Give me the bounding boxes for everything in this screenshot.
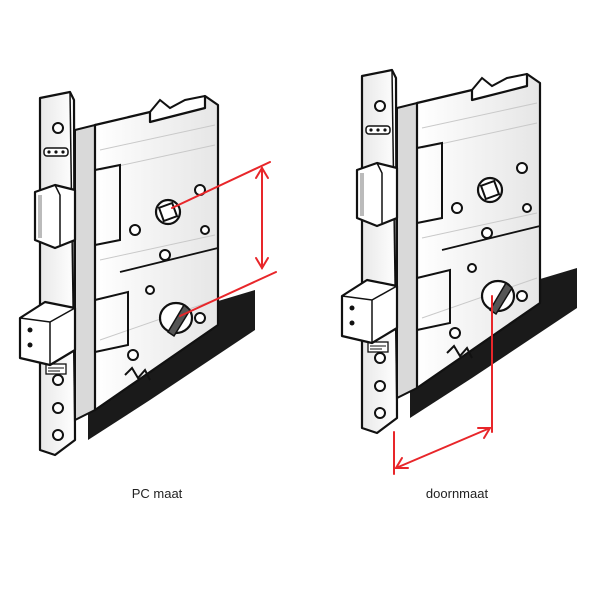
mortise-lock-left: [18, 90, 257, 457]
backset-arrow-left: [394, 457, 409, 469]
pc-extension-line-lower: [179, 271, 277, 317]
caption-doornmaat: doornmaat: [425, 486, 489, 501]
backset-measure-lines: [393, 295, 493, 475]
pc-extension-line-upper: [171, 161, 271, 209]
caption-pc-maat: PC maat: [131, 486, 183, 501]
pc-arrow-bottom: [255, 257, 269, 270]
backset-arrow-right: [477, 427, 492, 439]
pc-arrow-top: [255, 166, 269, 179]
mortise-lock-right: [340, 68, 579, 435]
backset-dimension-line: [395, 427, 491, 469]
pc-measure-lines: [171, 161, 277, 317]
